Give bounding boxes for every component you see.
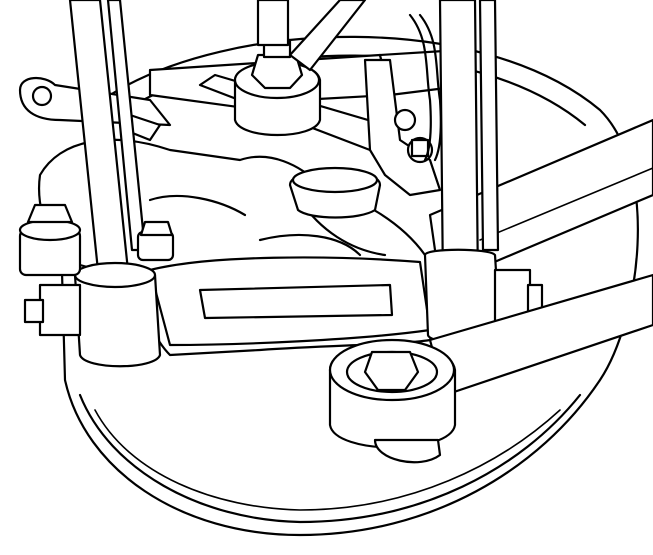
- right-bracket: [363, 58, 442, 197]
- ball-joint: [288, 166, 382, 219]
- right-vertical-strut: [438, 0, 500, 287]
- left-bolt-stack: [18, 203, 175, 277]
- lower-control-arm: [148, 256, 432, 347]
- top-vertical-bolt: [256, 0, 290, 47]
- bottom-bushing: [328, 338, 457, 464]
- upper-bushing: [233, 38, 322, 136]
- top-diagonal-link: [288, 0, 367, 72]
- left-bushing: [23, 261, 162, 368]
